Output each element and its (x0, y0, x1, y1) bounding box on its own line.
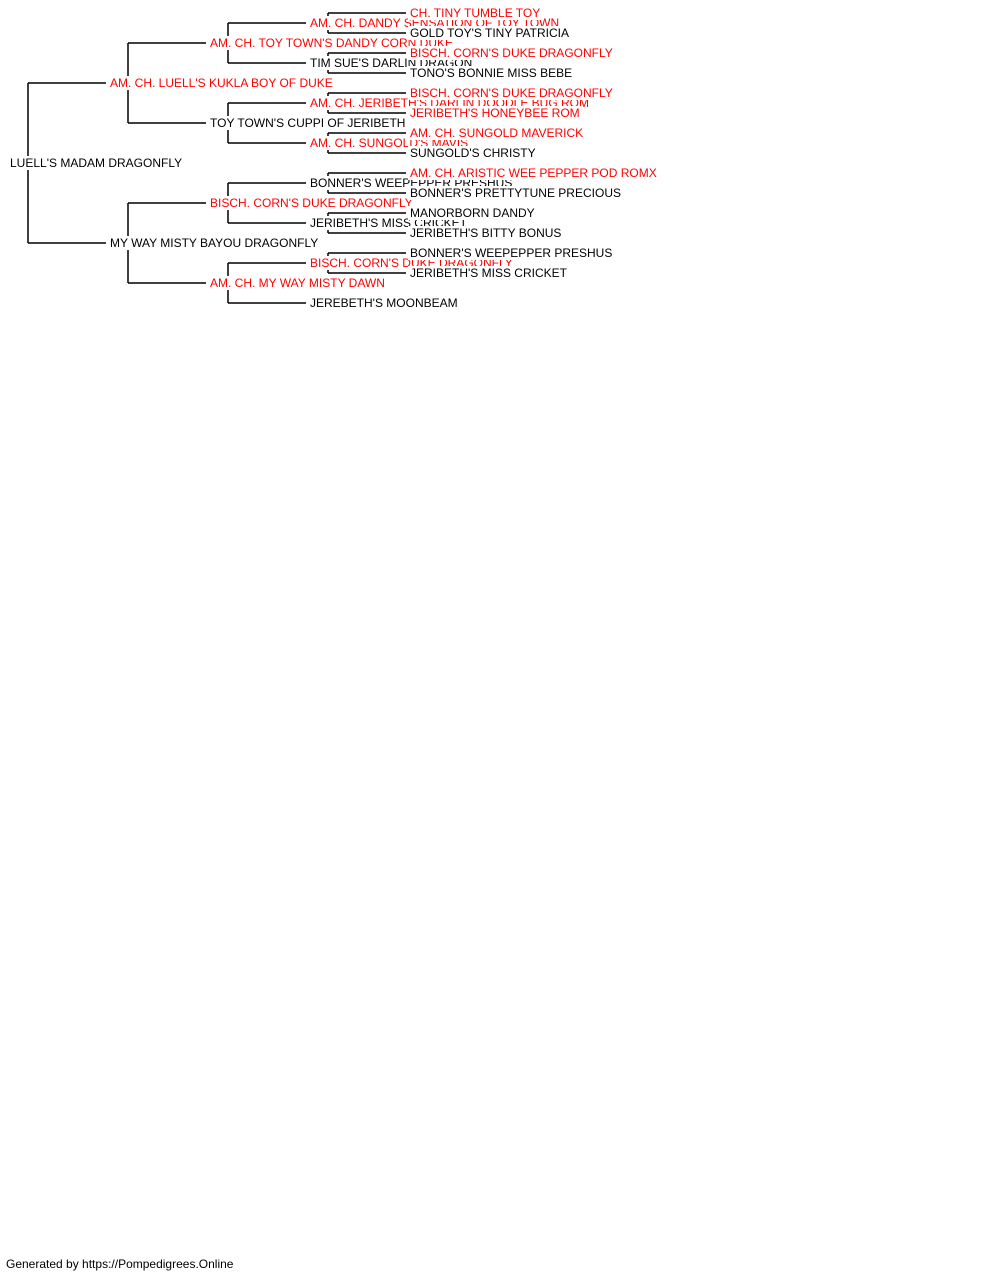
pedigree-node-gen4[interactable]: SUNGOLD'S CHRISTY (408, 146, 538, 160)
pedigree-node-gen2[interactable]: TOY TOWN'S CUPPI OF JERIBETH (208, 116, 408, 130)
pedigree-node-gen2[interactable]: BISCH. CORN'S DUKE DRAGONFLY (208, 196, 415, 210)
pedigree-node-gen1[interactable]: AM. CH. LUELL'S KUKLA BOY OF DUKE (108, 76, 335, 90)
pedigree-node-gen4[interactable]: TONO'S BONNIE MISS BEBE (408, 66, 575, 80)
pedigree-node-gen4[interactable]: BONNER'S PRETTYTUNE PRECIOUS (408, 186, 623, 200)
pedigree-node-gen2[interactable]: AM. CH. MY WAY MISTY DAWN (208, 276, 387, 290)
pedigree-node-gen4[interactable]: GOLD TOY'S TINY PATRICIA (408, 26, 571, 40)
pedigree-node-gen2[interactable]: AM. CH. TOY TOWN'S DANDY CORN DUKE (208, 36, 455, 50)
pedigree-node-gen4[interactable]: CH. TINY TUMBLE TOY (408, 6, 543, 20)
pedigree-node-gen4[interactable]: BISCH. CORN'S DUKE DRAGONFLY (408, 86, 615, 100)
subject-dog-name[interactable]: LUELL'S MADAM DRAGONFLY (8, 156, 185, 170)
pedigree-node-gen4[interactable]: AM. CH. ARISTIC WEE PEPPER POD ROMX (408, 166, 659, 180)
pedigree-node-gen4[interactable]: BISCH. CORN'S DUKE DRAGONFLY (408, 46, 615, 60)
pedigree-node-gen4[interactable]: JERIBETH'S HONEYBEE ROM (408, 106, 582, 120)
pedigree-node-gen3[interactable]: JEREBETH'S MOONBEAM (308, 296, 460, 310)
pedigree-node-gen1[interactable]: MY WAY MISTY BAYOU DRAGONFLY (108, 236, 321, 250)
pedigree-node-gen4[interactable]: MANORBORN DANDY (408, 206, 537, 220)
pedigree-node-gen4[interactable]: AM. CH. SUNGOLD MAVERICK (408, 126, 586, 140)
footer-credit: Generated by https://Pompedigrees.Online (6, 1257, 234, 1271)
pedigree-node-gen4[interactable]: JERIBETH'S BITTY BONUS (408, 226, 564, 240)
pedigree-node-gen4[interactable]: JERIBETH'S MISS CRICKET (408, 266, 569, 280)
pedigree-node-gen4[interactable]: BONNER'S WEEPEPPER PRESHUS (408, 246, 615, 260)
